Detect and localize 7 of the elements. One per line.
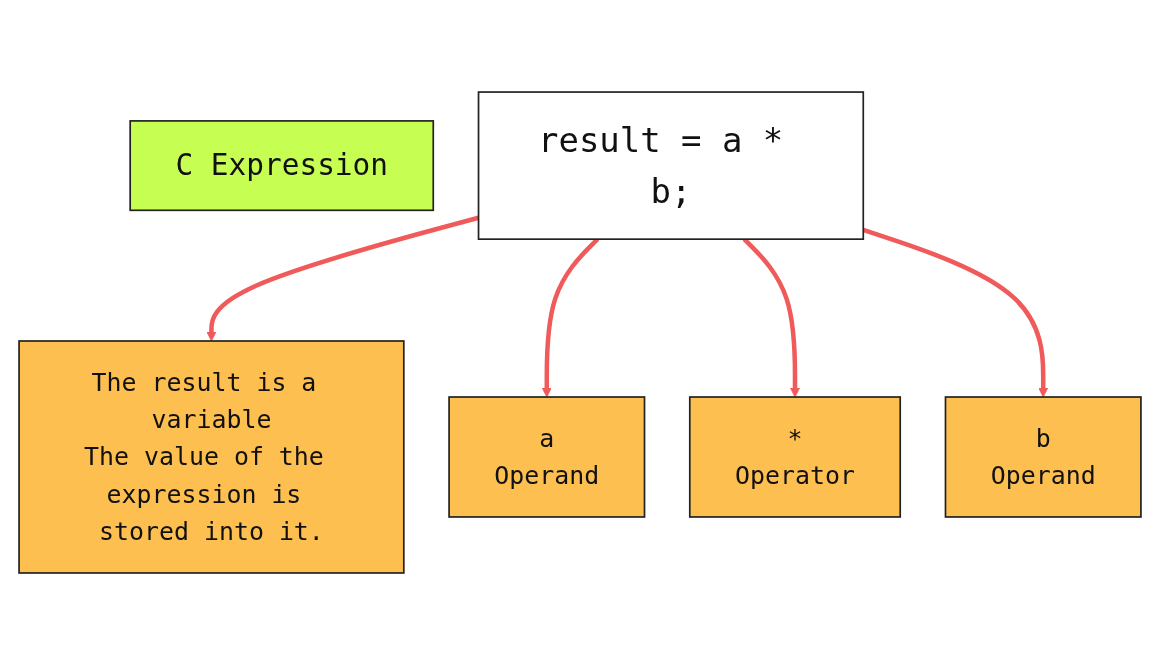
- node-box: [688, 396, 902, 518]
- node-box: [477, 91, 865, 240]
- node-box: [944, 396, 1142, 518]
- node-box: [448, 396, 646, 518]
- node-box: [129, 120, 435, 212]
- node-box: [18, 340, 405, 574]
- flowchart: C Expression result = a * b; The result is a variable The value of the expression is stored into it. a Operand * Operator b Operand: [10, 83, 1150, 582]
